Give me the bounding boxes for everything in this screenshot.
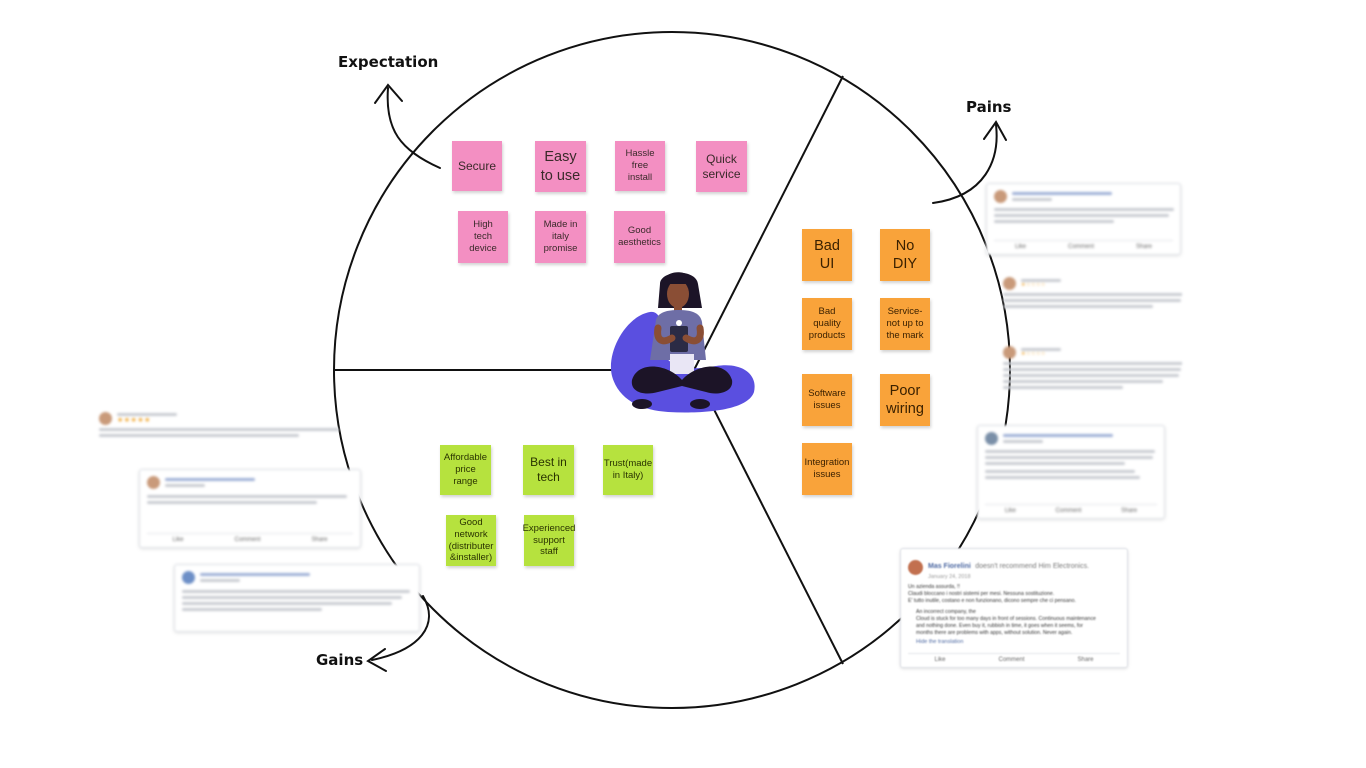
share-button[interactable]: Share [1121, 508, 1138, 514]
avatar [99, 412, 112, 425]
sticky-note-integration-issues: Integration issues [802, 443, 852, 495]
divider-upper-right [693, 75, 844, 371]
label-pains: Pains [966, 98, 1012, 116]
sticky-note-quick-service: Quick service [696, 141, 747, 192]
review-card-gains-3 [174, 564, 420, 632]
like-button[interactable]: Like [934, 657, 946, 663]
sticky-note-software-issues: Software issues [802, 374, 852, 426]
rating-stars: ★★★★★ [117, 417, 151, 424]
avatar [147, 476, 160, 489]
review-actions: Like Comment Share [985, 504, 1157, 514]
comment-button[interactable]: Comment [1067, 244, 1094, 250]
like-button[interactable]: Like [172, 537, 184, 543]
comment-button[interactable]: Comment [998, 657, 1025, 663]
share-button[interactable]: Share [1135, 244, 1152, 250]
review-card-pains-mas: Mas Fiorelini doesn't recommend Him Elec… [900, 548, 1128, 668]
review-verb: doesn't recommend Him Electronics. [975, 563, 1090, 570]
review-body: Un azienda assurda, !! Claudi bloccano i… [908, 584, 1076, 605]
label-expectation: Expectation [338, 53, 439, 71]
arrow-icon [932, 120, 1007, 204]
sticky-note-good-aesthetics: Good aesthetics [614, 211, 665, 263]
review-actions: Like Comment Share [908, 653, 1120, 663]
persona-illustration [610, 272, 755, 413]
avatar [1003, 277, 1016, 290]
avatar [985, 432, 998, 445]
label-gains: Gains [316, 651, 364, 669]
rating-stars: ★☆☆☆☆ [1021, 351, 1046, 357]
sticky-note-bad-ui: Bad UI [802, 229, 852, 281]
review-card-gains-2: Like Comment Share [139, 469, 361, 548]
sticky-note-trust-made-in-italy: Trust(made in Italy) [603, 445, 653, 495]
sticky-note-experienced-support-staff: Experienced support staff [523, 515, 575, 566]
sticky-note-good-network: Good network (distributer &installer) [446, 515, 496, 566]
sticky-note-poor-wiring: Poor wiring [880, 374, 930, 426]
sticky-note-no-diy: No DIY [880, 229, 930, 281]
review-card-pains-4: Like Comment Share [977, 425, 1165, 519]
share-button[interactable]: Share [1077, 657, 1094, 663]
reviewer-name[interactable]: Mas Fiorelini [928, 563, 971, 570]
sticky-note-bad-quality-products: Bad quality products [802, 298, 852, 350]
sticky-note-service-not-up-to-mark: Service- not up to the mark [880, 298, 930, 350]
avatar [994, 190, 1007, 203]
sticky-note-hassle-free-install: Hassle free install [615, 141, 665, 191]
review-translation: An incorrect company, the Cloud is stuck… [916, 609, 1096, 637]
avatar [908, 560, 923, 575]
share-button[interactable]: Share [311, 537, 328, 543]
comment-button[interactable]: Comment [234, 537, 261, 543]
review-actions: Like Comment Share [147, 533, 353, 543]
sticky-note-high-tech-device: High tech device [458, 211, 508, 263]
arrow-icon [366, 595, 430, 672]
review-snippet-pains-3: ★☆☆☆☆ [996, 340, 1182, 410]
rating-stars: ★☆☆☆☆ [1021, 282, 1046, 288]
sticky-note-made-in-italy-promise: Made in italy promise [535, 211, 586, 263]
review-card-pains-1: Like Comment Share [986, 183, 1181, 255]
sticky-note-secure: Secure [452, 141, 502, 191]
review-snippet-gains-1: ★★★★★ [92, 406, 348, 448]
arrow-icon [374, 83, 441, 169]
divider-lower-right [693, 369, 844, 665]
sticky-note-easy-to-use: Easy to use [535, 141, 586, 192]
sticky-note-affordable-price-range: Affordable price range [440, 445, 491, 495]
sticky-note-best-in-tech: Best in tech [523, 445, 574, 495]
avatar [1003, 346, 1016, 359]
like-button[interactable]: Like [1014, 244, 1026, 250]
avatar [182, 571, 195, 584]
comment-button[interactable]: Comment [1055, 508, 1082, 514]
review-snippet-pains-2: ★☆☆☆☆ [996, 271, 1182, 335]
review-date: January 24, 2018 [928, 574, 971, 580]
review-actions: Like Comment Share [994, 240, 1173, 250]
see-translation-link[interactable]: Hide the translation [916, 639, 964, 646]
like-button[interactable]: Like [1004, 508, 1016, 514]
